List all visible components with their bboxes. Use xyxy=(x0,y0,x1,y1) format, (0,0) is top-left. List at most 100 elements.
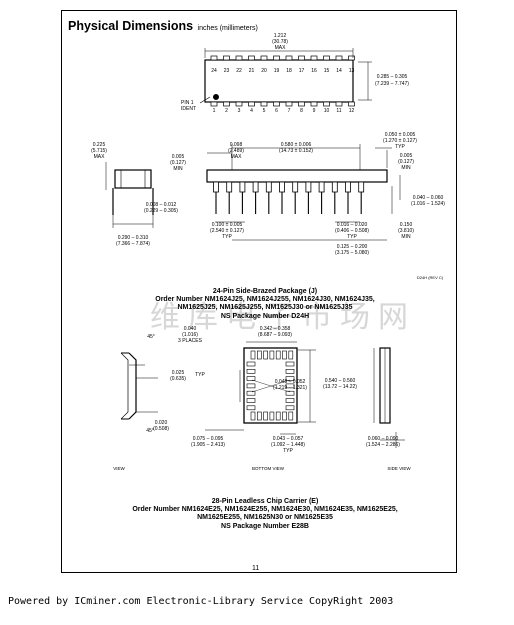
dim-span-mm: (14.73 ± 0.152) xyxy=(279,148,313,154)
pin1-label-2: IDENT xyxy=(181,106,196,112)
lcc-pad xyxy=(269,350,275,360)
lcc-pad xyxy=(285,376,295,381)
dim-endmin-in: 0.005 xyxy=(400,153,413,159)
dim-height-mm: (5.715) xyxy=(91,148,107,154)
dim-shoulder-mm: (2.489) xyxy=(228,148,244,154)
caption2-line3: NM1625E255, NM1625N30 or NM1625E35 xyxy=(197,514,333,522)
dim-standoff-mm: (0.127) xyxy=(170,160,186,166)
lcc-pad xyxy=(263,350,268,360)
caption2-line2: Order Number NM1624E25, NM1624E255, NM16… xyxy=(132,506,398,514)
pin-number: 18 xyxy=(286,68,292,74)
dim-angle1: 45° xyxy=(147,334,155,340)
dim-chamfer-mm: (1.016) xyxy=(182,332,198,338)
lcc-pad xyxy=(250,411,256,421)
lcc-pad xyxy=(288,350,294,360)
pin-tab xyxy=(223,101,230,107)
dim-leadw-in: 0.016 – 0.020 xyxy=(337,222,368,228)
lcc-pad xyxy=(246,368,256,374)
dim-chamfer-note: 3 PLACES xyxy=(178,338,203,344)
dim-corner-in: 0.020 xyxy=(155,420,168,426)
pin-number: 5 xyxy=(263,108,266,114)
pin-tab xyxy=(235,55,243,61)
dim-chamfer-in: 0.040 xyxy=(184,326,197,332)
view-label-side: SIDE VIEW xyxy=(387,466,411,471)
lcc-pad xyxy=(285,383,295,389)
title-units: inches (millimeters) xyxy=(197,25,258,32)
page-frame xyxy=(61,10,457,573)
pin-tab xyxy=(310,55,318,61)
dim-padw-note: TYP xyxy=(283,448,293,454)
pin-number: 17 xyxy=(299,68,305,74)
dim-angle2: 45° xyxy=(146,428,154,434)
pin-tab xyxy=(248,55,255,61)
pin-tab xyxy=(273,55,280,61)
dip-top-view xyxy=(199,48,372,107)
dim-pitch-mm: (2.540 ± 0.127) xyxy=(210,228,244,234)
lcc-pad xyxy=(285,368,295,374)
dim-pad-typ: TYP xyxy=(195,372,205,378)
pin-number: 11 xyxy=(336,108,341,114)
dim-padw-mm: (1.092 – 1.448) xyxy=(271,442,305,448)
pin-tab xyxy=(348,55,355,61)
dim-end-in: 0.050 ± 0.005 xyxy=(385,132,416,138)
dim-lccheight-mm: (1.524 – 2.286) xyxy=(366,442,400,448)
side-lead-shoulder xyxy=(305,181,312,193)
view-label-bottom: BOTTOM VIEW xyxy=(252,466,285,471)
dim-end-note: TYP xyxy=(395,144,405,150)
pin-number: 12 xyxy=(349,108,355,114)
lcc-pad xyxy=(246,405,256,411)
lcc-pad xyxy=(246,376,256,381)
dim-lccpitch-mm: (1.219 – 1.321) xyxy=(273,385,307,391)
pin1-label-1: PIN 1 xyxy=(181,100,194,106)
caption-chip-carrier: 28-Pin Leadless Chip Carrier (E) Order N… xyxy=(120,498,410,531)
dim-body-in: 0.540 – 0.560 xyxy=(325,378,356,384)
footer-copyright: Powered by ICminer.com Electronic-Librar… xyxy=(8,596,394,607)
pin-number: 8 xyxy=(300,108,303,114)
dim-endmin-mm: (0.127) xyxy=(398,159,414,165)
pin-tab xyxy=(310,101,318,107)
lcc-pad xyxy=(246,390,256,396)
watermark: 维库电子市场网 xyxy=(150,301,416,334)
pin-tab xyxy=(348,101,355,107)
pin-number: 1 xyxy=(213,108,216,114)
pin-number: 13 xyxy=(349,68,355,74)
pin-tab xyxy=(248,101,255,107)
pin-tab xyxy=(210,55,218,61)
dim-leadthk-mm: (0.229 – 0.305) xyxy=(144,208,178,214)
title-text: Physical Dimensions xyxy=(68,19,194,33)
caption1-line3: NM1625J25, NM1625J255, NM1625J30 or NM16… xyxy=(177,304,353,312)
pin-tab xyxy=(273,101,280,107)
dim-endmin-note: MIN xyxy=(401,165,411,171)
dim-standoff-note: MIN xyxy=(173,166,183,172)
pin-number: 16 xyxy=(311,68,317,74)
lcc-pad xyxy=(246,383,256,389)
side-lead-shoulder xyxy=(226,181,233,193)
lcc-pad xyxy=(285,398,295,403)
dip-side-view xyxy=(206,144,401,241)
dim-leadw-mm: (0.406 – 0.508) xyxy=(335,228,369,234)
dim-padlen-mm: (1.905 – 2.413) xyxy=(191,442,225,448)
pin-number: 19 xyxy=(274,68,280,74)
dim-shoulderw-in: 0.040 – 0.060 xyxy=(413,195,444,201)
caption2-line4: NS Package Number E28B xyxy=(221,522,309,530)
pin-tab xyxy=(285,101,293,107)
lcc-pad xyxy=(263,411,268,421)
dim-pitch-in: 0.100 ± 0.005 xyxy=(212,222,243,228)
dim-shoulder-note: MAX xyxy=(231,154,243,160)
pin-number: 20 xyxy=(261,68,267,74)
lcc-pad xyxy=(288,411,294,421)
dim-length-in: 1.212 xyxy=(274,33,287,39)
side-lead-shoulder xyxy=(239,181,246,193)
dim-leadw-note: TYP xyxy=(347,234,357,240)
lcc-pad xyxy=(250,350,256,360)
pin-tab xyxy=(298,55,305,61)
side-leads xyxy=(213,181,365,214)
view-label-left: VIEW xyxy=(113,466,125,471)
pin-number: 3 xyxy=(238,108,241,114)
pin-number: 2 xyxy=(225,108,228,114)
lcc-pad xyxy=(285,390,295,396)
lcc-pad xyxy=(246,398,256,403)
